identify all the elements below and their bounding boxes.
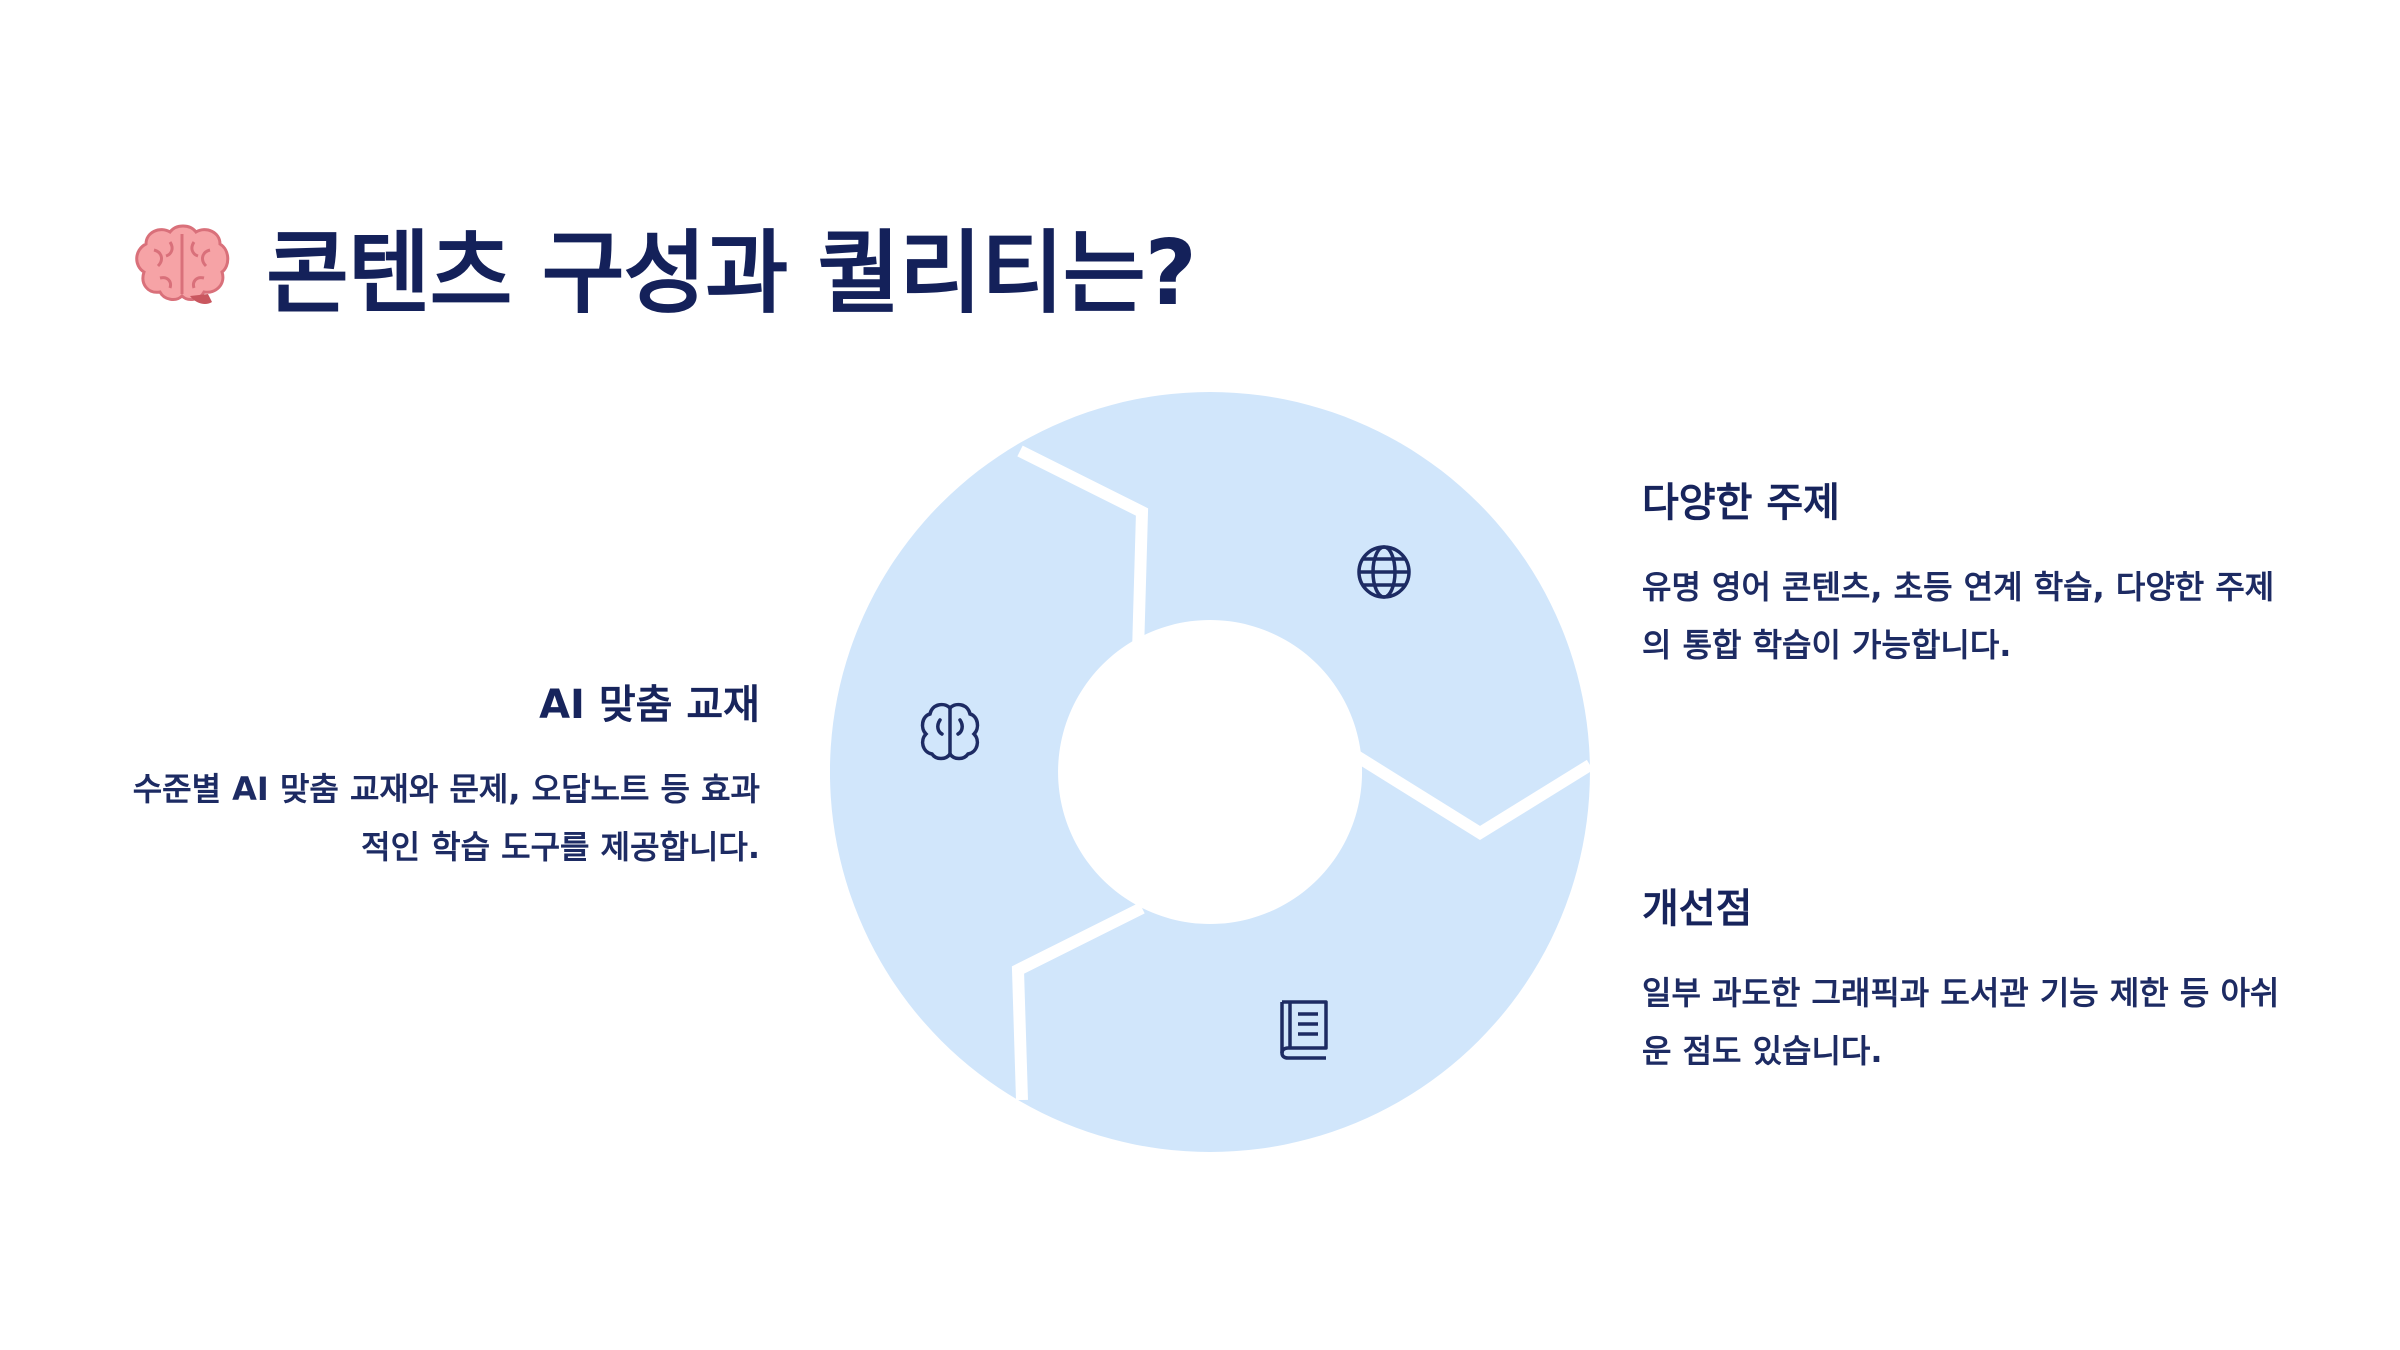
brain-emoji-icon bbox=[135, 224, 230, 304]
cycle-diagram bbox=[830, 392, 1590, 1152]
text-block-various-topics: 다양한 주제 유명 영어 콘텐츠, 초등 연계 학습, 다양한 주제의 통합 학… bbox=[1642, 470, 2282, 674]
title-row: 콘텐츠 구성과 퀄리티는? bbox=[130, 205, 1197, 326]
segment-heading: AI 맞춤 교재 bbox=[539, 682, 760, 728]
separator-top bbox=[1017, 445, 1149, 653]
separator-bottom bbox=[1011, 902, 1145, 1101]
text-block-ai-material: AI 맞춤 교재 수준별 AI 맞춤 교재와 문제, 오답노트 등 효과적인 학… bbox=[120, 672, 760, 876]
segment-description: 일부 과도한 그래픽과 도서관 기능 제한 등 아쉬운 점도 있습니다. bbox=[1642, 974, 2280, 1070]
page-title: 콘텐츠 구성과 퀄리티는? bbox=[266, 221, 1197, 326]
text-block-improvements: 개선점 일부 과도한 그래픽과 도서관 기능 제한 등 아쉬운 점도 있습니다. bbox=[1642, 876, 2282, 1080]
donut-ring bbox=[830, 392, 1590, 1152]
segment-heading: 다양한 주제 bbox=[1642, 480, 1840, 526]
globe-icon bbox=[1357, 545, 1411, 599]
book-icon bbox=[1280, 1000, 1328, 1060]
segment-description: 수준별 AI 맞춤 교재와 문제, 오답노트 등 효과적인 학습 도구를 제공합… bbox=[132, 770, 760, 866]
segment-description: 유명 영어 콘텐츠, 초등 연계 학습, 다양한 주제의 통합 학습이 가능합니… bbox=[1642, 568, 2275, 664]
segment-heading: 개선점 bbox=[1642, 886, 1753, 932]
brain-icon bbox=[920, 702, 980, 761]
separator-right bbox=[1346, 746, 1590, 841]
